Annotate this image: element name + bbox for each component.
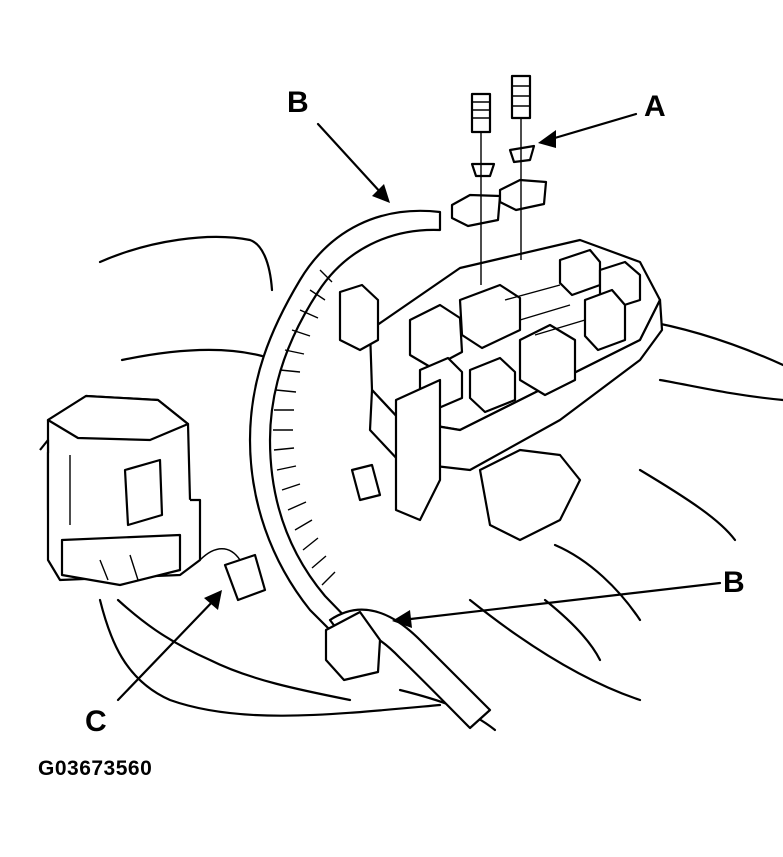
callout-a: A [644, 90, 666, 123]
terminal-bolts [450, 74, 548, 285]
callout-c: C [85, 705, 107, 738]
figure-id: G03673560 [38, 757, 153, 780]
leader-arrowhead-b-upper [372, 184, 390, 203]
relay-box [39, 394, 202, 587]
callout-b-lower: B [723, 566, 745, 599]
connector-c [98, 463, 442, 717]
wire-harness-b [248, 209, 492, 730]
leader-arrowhead-b-lower [392, 610, 412, 628]
leader-lines [116, 112, 722, 702]
callout-b-upper: B [287, 86, 309, 119]
leader-arrowhead-a [538, 130, 556, 148]
underhood-fuse-box [338, 238, 664, 542]
leader-arrowhead-c [204, 590, 222, 610]
